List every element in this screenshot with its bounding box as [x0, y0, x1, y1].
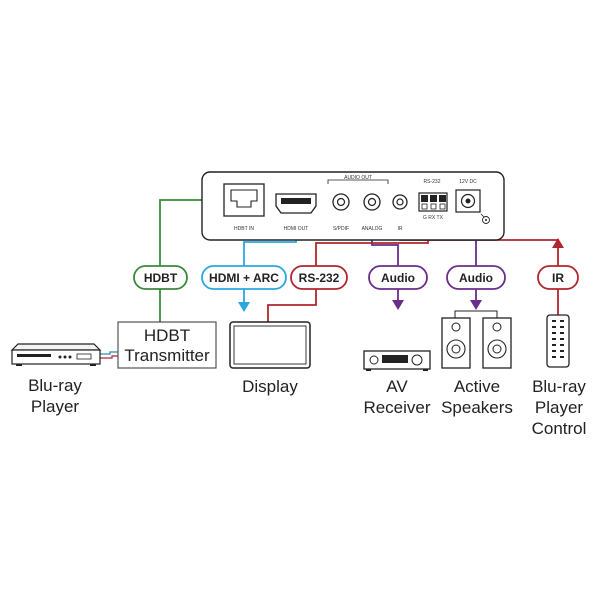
blu-ray-player-label-line1: Blu-ray: [28, 376, 82, 395]
display-label: Display: [242, 377, 298, 396]
blu-ray-player-label-line2: Player: [31, 397, 80, 416]
ir-label: IR: [398, 226, 403, 232]
hdbt-transmitter-label-line2: Transmitter: [124, 346, 210, 365]
active-speakers-label-line1: Active: [454, 377, 500, 396]
power-port: 12V DC: [455, 179, 490, 224]
audio-tag-label: Audio: [459, 271, 493, 285]
audio-out-label: AUDIO OUT: [344, 175, 372, 181]
audio-tag-label: Audio: [381, 271, 415, 285]
ir-tag-label: IR: [552, 271, 564, 285]
rs232-pins-label: G RX TX: [423, 215, 444, 221]
rs232-port: RS-232 G RX TX: [418, 179, 448, 221]
ir-port: IR: [392, 194, 408, 232]
active-speakers-icon: [441, 310, 512, 369]
rs232-tag-label: RS-232: [299, 271, 340, 285]
main-unit: HDBT IN HDMI OUT AUDIO OUT S/PDIF ANALOG…: [201, 171, 505, 241]
spdif-label: S/PDIF: [333, 226, 349, 232]
ir-remote-icon: [546, 314, 570, 368]
hdbt-transmitter: HDBT Transmitter: [117, 321, 217, 369]
blu-ray-control-label-line3: Control: [532, 419, 587, 438]
audio-out-bracket: [327, 179, 389, 184]
hdbt-tag-label: HDBT: [144, 271, 178, 285]
hdmi-arrow-icon: [238, 302, 250, 312]
ir-arrow-icon: [552, 238, 564, 248]
rs232-tag: RS-232: [290, 265, 348, 290]
audio-arrow-icon: [470, 300, 482, 310]
hdmi-out-label: HDMI OUT: [284, 226, 309, 232]
bluray-to-transmitter-cable: [100, 355, 118, 359]
hdmi-out-port: HDMI OUT: [275, 193, 317, 232]
hdbt-in-port: HDBT IN: [223, 183, 265, 232]
audio-receiver-tag: Audio: [368, 265, 428, 290]
blu-ray-player-icon: [10, 343, 102, 366]
hdmi-arc-tag: HDMI + ARC: [201, 265, 287, 290]
analog-port: ANALOG: [362, 193, 383, 232]
audio-speakers-tag: Audio: [446, 265, 506, 290]
power-label: 12V DC: [459, 179, 477, 185]
analog-label: ANALOG: [362, 226, 383, 232]
hdbt-in-label: HDBT IN: [234, 226, 254, 232]
hdmi-arc-tag-label: HDMI + ARC: [209, 271, 279, 285]
hdbt-transmitter-label-line1: HDBT: [144, 326, 190, 345]
spdif-port: S/PDIF: [332, 193, 350, 232]
rs232-port-label: RS-232: [424, 179, 441, 185]
audio-arrow-icon: [392, 300, 404, 310]
av-receiver-icon: [363, 350, 431, 371]
hdbt-tag: HDBT: [133, 265, 188, 290]
av-receiver-label-line1: AV: [386, 377, 408, 396]
av-receiver-label-line2: Receiver: [363, 398, 430, 417]
blu-ray-control-label-line1: Blu-ray: [532, 377, 586, 396]
blu-ray-control-label-line2: Player: [535, 398, 584, 417]
display-icon: [229, 321, 311, 369]
bluray-to-transmitter-cable: [100, 351, 118, 355]
active-speakers-label-line2: Speakers: [441, 398, 513, 417]
ir-tag: IR: [537, 265, 579, 290]
